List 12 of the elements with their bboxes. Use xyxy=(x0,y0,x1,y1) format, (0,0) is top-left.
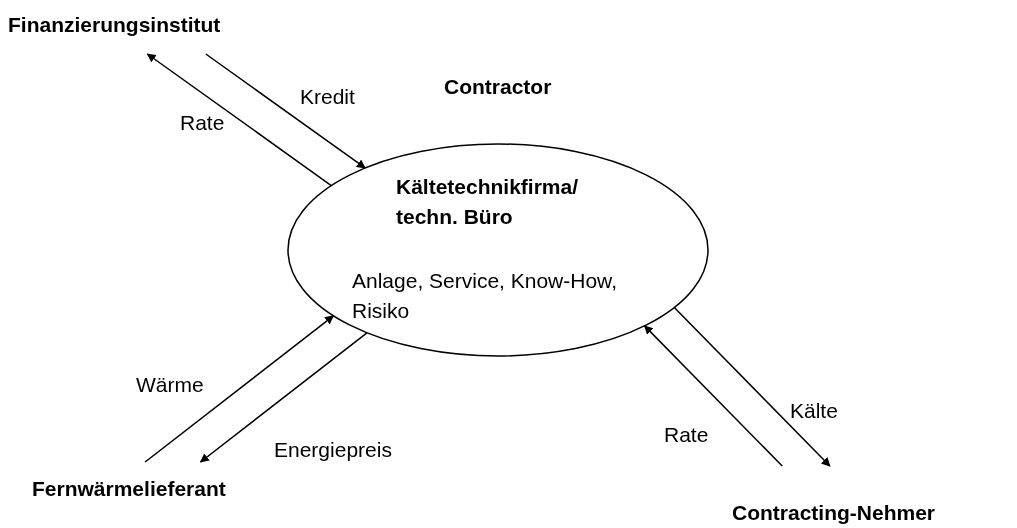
arrow xyxy=(144,315,335,463)
arrow xyxy=(673,306,831,467)
node-label: Finanzierungsinstitut xyxy=(8,12,221,38)
arrow xyxy=(146,53,333,187)
node-label: Contracting-Nehmer xyxy=(732,500,936,526)
heading-label: Contractor xyxy=(444,74,552,100)
arrow xyxy=(199,332,368,463)
node-label: Fernwärmelieferant xyxy=(32,476,226,502)
arrow xyxy=(205,53,366,169)
node-label: Kältetechnikfirma/ techn. Büro xyxy=(396,174,576,230)
body-text: Anlage, Service, Know-How, Risiko xyxy=(352,268,618,324)
arrow xyxy=(643,325,783,467)
